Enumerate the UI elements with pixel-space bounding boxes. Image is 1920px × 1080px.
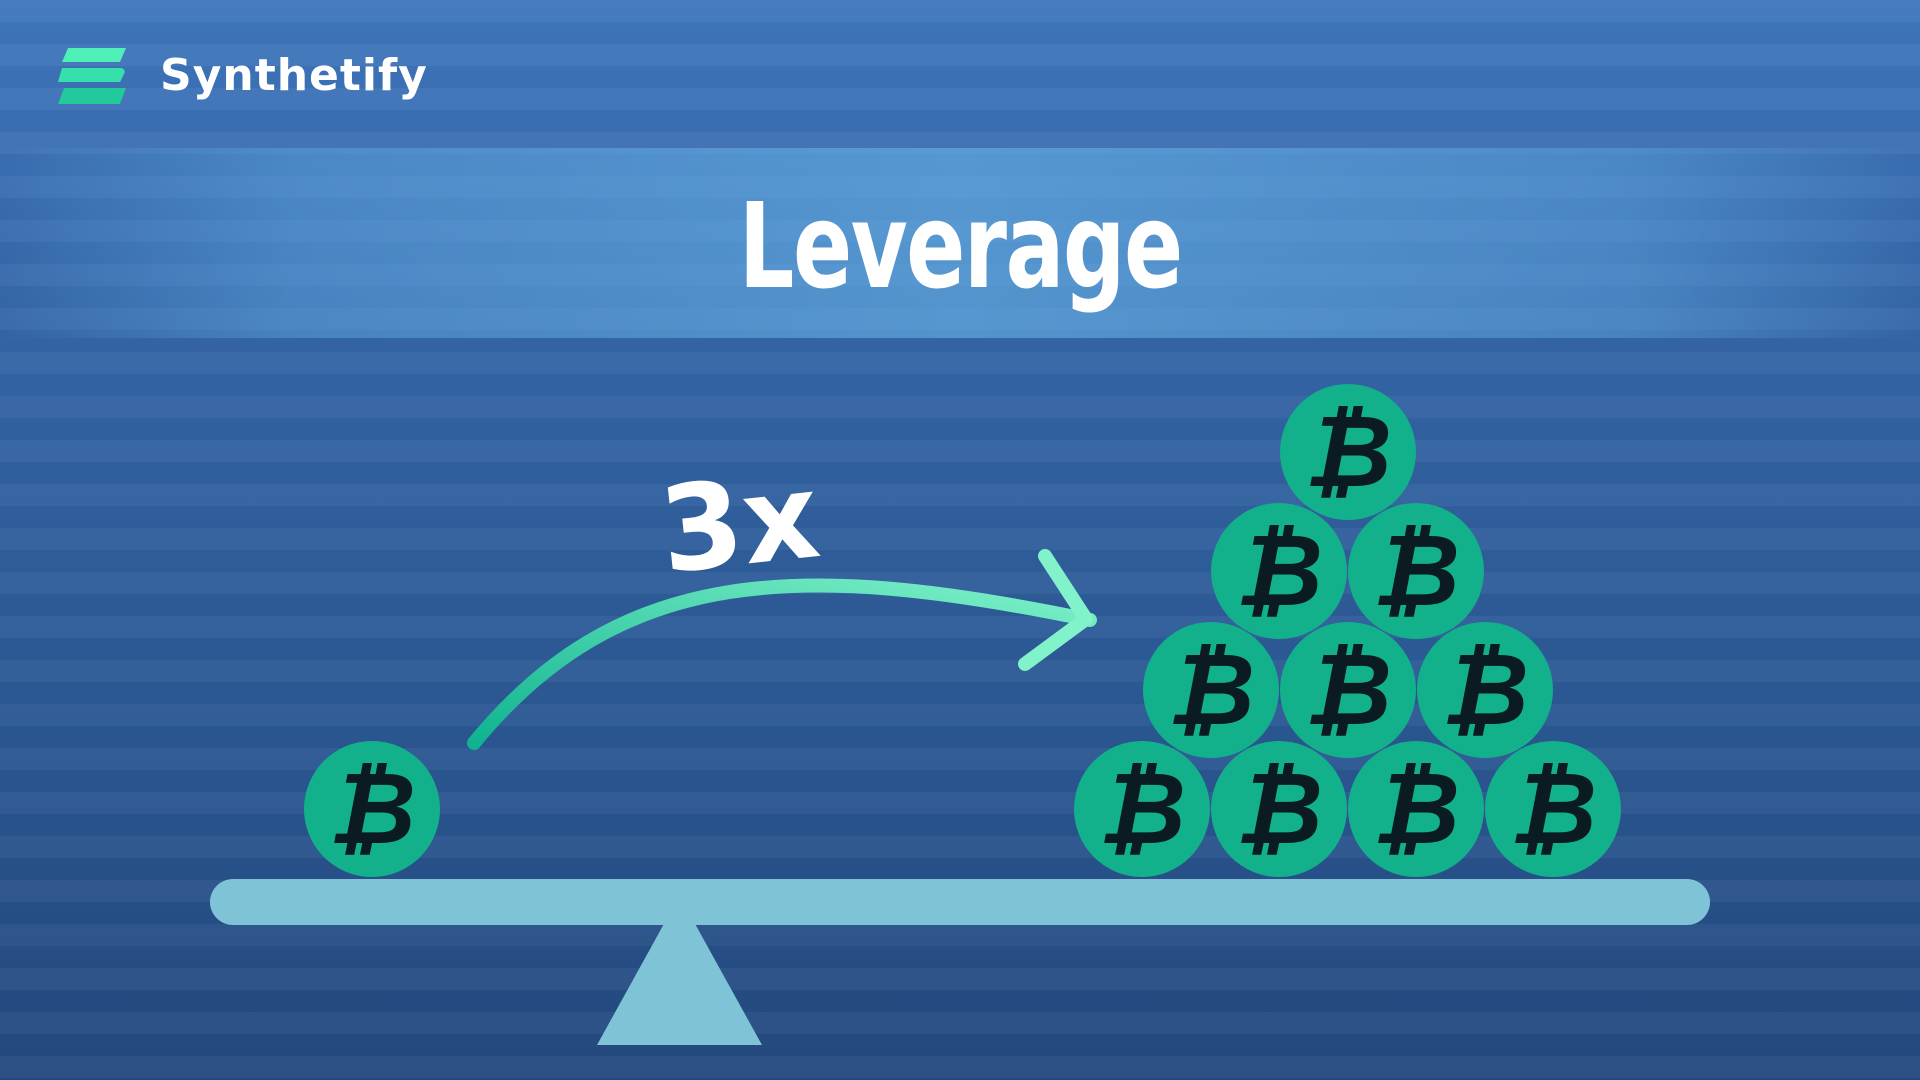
coin-symbol: ₿: [1509, 750, 1597, 867]
coin-symbol: ₿: [1167, 631, 1255, 748]
bitcoin-coin-icon: ₿: [1074, 741, 1210, 877]
arrow-head: [1018, 549, 1093, 671]
seesaw-beam: [210, 879, 1710, 925]
coin-symbol: ₿: [1304, 393, 1392, 510]
bitcoin-coin-icon: ₿: [304, 741, 440, 877]
coin-symbol: ₿: [1235, 512, 1323, 629]
bitcoin-coin-icon: ₿: [1211, 503, 1347, 639]
synthetify-logo-icon: [58, 48, 126, 104]
bitcoin-coin-icon: ₿: [1485, 741, 1621, 877]
bitcoin-coin-icon: ₿: [1143, 622, 1279, 758]
brand: Synthetify: [58, 48, 428, 104]
coin-symbol: ₿: [1372, 750, 1460, 867]
arrow-curve: [467, 578, 1097, 750]
coin-symbol: ₿: [1235, 750, 1323, 867]
coin-symbol: ₿: [328, 750, 416, 867]
title-band: Leverage: [0, 148, 1920, 338]
coin-symbol: ₿: [1098, 750, 1186, 867]
bitcoin-coin-icon: ₿: [1348, 741, 1484, 877]
bitcoin-coin-icon: ₿: [1211, 741, 1347, 877]
coin-symbol: ₿: [1441, 631, 1529, 748]
bitcoin-coin-icon: ₿: [1348, 503, 1484, 639]
seesaw-fulcrum: [597, 922, 762, 1045]
multiplier-label: 3x: [654, 446, 826, 600]
coin-symbol: ₿: [1304, 631, 1392, 748]
curved-arrow-icon: [467, 549, 1097, 750]
bitcoin-coin-icon: ₿: [1280, 622, 1416, 758]
page-title: Leverage: [738, 177, 1183, 315]
bitcoin-coin-icon: ₿: [1280, 384, 1416, 520]
brand-name: Synthetify: [160, 50, 428, 101]
coin-symbol: ₿: [1372, 512, 1460, 629]
bitcoin-coin-icon: ₿: [1417, 622, 1553, 758]
seesaw-icon: [210, 879, 1710, 1045]
